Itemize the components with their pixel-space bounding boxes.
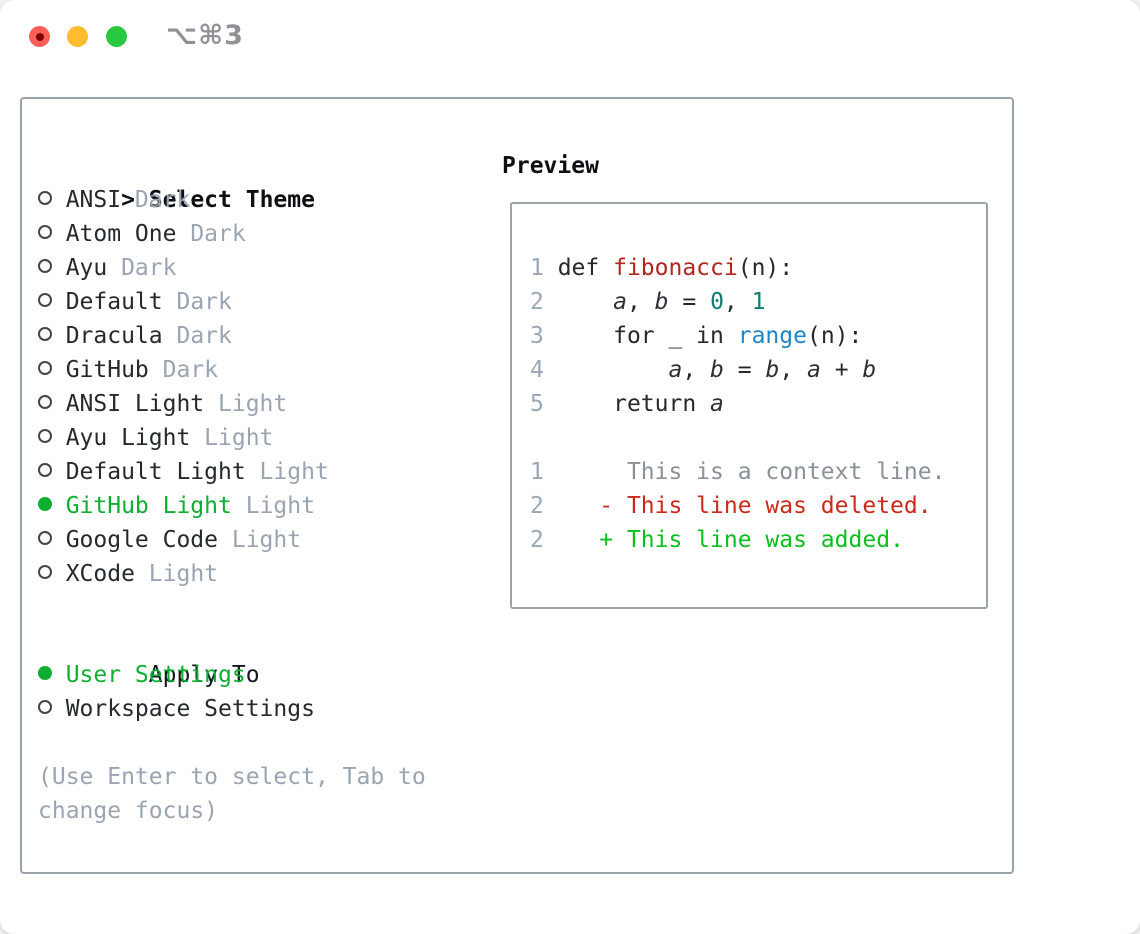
theme-option-ayu-light[interactable]: Ayu Light Light [38,421,329,455]
line-number: 3 [530,323,558,349]
theme-option-github[interactable]: GitHub Dark [38,353,329,387]
radio-circle-icon[interactable] [38,183,66,217]
code-line: 1 This is a context line. [530,459,946,485]
radio-circle-icon[interactable] [38,692,66,726]
theme-option-xcode[interactable]: XCode Light [38,557,329,591]
apply-option-workspace-settings[interactable]: Workspace Settings [38,692,315,726]
theme-option-google-code[interactable]: Google Code Light [38,523,329,557]
radio-circle-icon[interactable] [38,217,66,251]
apply-option-user-settings[interactable]: User Settings [38,658,315,692]
code-line: 4 a, b = b, a + b [530,357,877,383]
select-theme-heading: > Select Theme [38,149,315,251]
theme-variant-tag: Dark [162,323,232,349]
radio-circle-icon[interactable] [38,251,66,285]
theme-option-label: ANSI [65,187,122,213]
theme-variant-tag: Light [134,561,219,587]
theme-option-default-light[interactable]: Default Light Light [38,455,329,489]
close-button[interactable] [29,26,50,47]
line-number: 2 [530,527,558,553]
code-line: 2 a, b = 0, 1 [530,289,766,315]
code-line [530,421,986,455]
radio-selected-icon[interactable] [38,658,66,692]
prompt-caret: > [121,187,135,213]
theme-variant-tag: Light [231,493,315,519]
theme-option-label: Dracula [65,323,163,349]
theme-variant-tag: Light [190,425,274,451]
preview-heading: Preview [502,153,599,179]
theme-option-label: Ayu Light [65,425,191,451]
theme-variant-tag: Dark [121,187,191,213]
window-title: ⌥⌘3 [166,20,244,51]
theme-option-label: Default [65,289,163,315]
line-number: 2 [530,493,558,519]
line-number [530,425,558,451]
code-line: 3 for _ in range(n): [530,323,863,349]
line-number: 2 [530,289,558,315]
theme-variant-tag: Dark [176,221,246,247]
theme-option-label: Default Light [65,459,246,485]
radio-circle-icon[interactable] [38,319,66,353]
line-number: 4 [530,357,558,383]
radio-circle-icon[interactable] [38,285,66,319]
radio-selected-icon[interactable] [38,489,66,523]
radio-circle-icon[interactable] [38,523,66,557]
theme-option-ansi-light[interactable]: ANSI Light Light [38,387,329,421]
theme-option-label: ANSI Light [65,391,205,417]
theme-option-label: Ayu [65,255,108,281]
line-number: 5 [530,391,558,417]
minimize-button[interactable] [67,26,88,47]
apply-option-label: Workspace Settings [65,696,315,722]
theme-option-ayu[interactable]: Ayu Dark [38,251,329,285]
line-number: 1 [530,459,558,485]
titlebar: ⌥⌘3 [0,0,1140,74]
apply-to-label: Apply To [148,662,260,688]
theme-variant-tag: Dark [148,357,219,383]
maximize-button[interactable] [106,26,127,47]
radio-circle-icon[interactable] [38,421,66,455]
theme-option-default[interactable]: Default Dark [38,285,329,319]
theme-variant-tag: Dark [107,255,177,281]
theme-variant-tag: Light [218,527,302,553]
radio-circle-icon[interactable] [38,557,66,591]
theme-variant-tag: Light [245,459,329,485]
code-line: 2 + This line was added. [530,527,904,553]
theme-option-label: GitHub Light [65,493,232,519]
radio-circle-icon[interactable] [38,353,66,387]
theme-option-ansi[interactable]: ANSI Dark [38,183,329,217]
select-theme-label: Select Theme [148,187,315,213]
theme-option-label: Google Code [65,527,219,553]
code-preview: 1 def fibonacci(n): 2 a, b = 0, 1 3 for _ … [510,202,988,609]
hint-text: (Use Enter to select, Tab to change focu… [38,764,426,824]
code-line: 5 return a [530,391,724,417]
theme-option-label: GitHub [65,357,149,383]
theme-option-github-light[interactable]: GitHub Light Light [38,489,329,523]
theme-option-dracula[interactable]: Dracula Dark [38,319,329,353]
theme-variant-tag: Dark [162,289,232,315]
radio-circle-icon[interactable] [38,455,66,489]
code-line: 1 def fibonacci(n): [530,255,794,281]
theme-option-label: XCode [65,561,135,587]
theme-option-atom-one[interactable]: Atom One Dark [38,217,329,251]
apply-option-label: User Settings [65,662,246,688]
apply-to-heading: ..Apply To [38,624,260,726]
theme-variant-tag: Light [204,391,288,417]
code-line: 2 - This line was deleted. [530,493,932,519]
line-number: 1 [530,255,558,281]
theme-option-label: Atom One [65,221,177,247]
radio-circle-icon[interactable] [38,387,66,421]
